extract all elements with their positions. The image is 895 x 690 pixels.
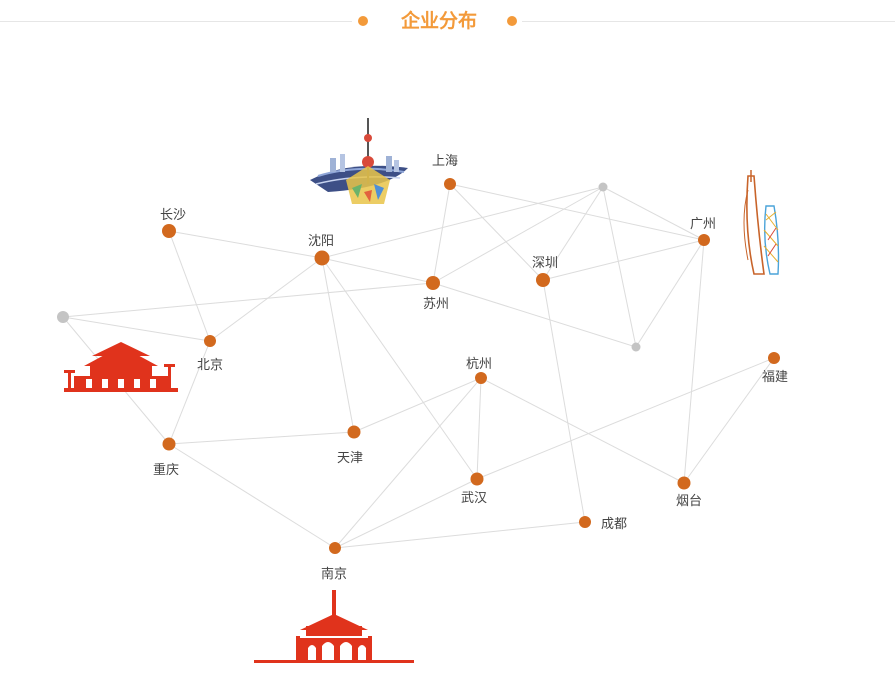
city-node-beijing[interactable]: 北京 bbox=[197, 335, 223, 373]
edge-shanghai-guangzhou bbox=[449, 183, 705, 241]
junction-node-g2 bbox=[598, 182, 608, 192]
edge-fujian-yantai bbox=[683, 357, 775, 484]
junction-node-g1 bbox=[57, 311, 69, 323]
edge-shenyang-beijing bbox=[209, 257, 323, 342]
city-node-chongqing[interactable]: 重庆 bbox=[153, 437, 179, 479]
header-dot-left bbox=[358, 16, 368, 26]
edge-beijing-chongqing bbox=[168, 340, 211, 445]
city-node-shanghai[interactable]: 上海 bbox=[432, 154, 458, 190]
junction-node-g3 bbox=[631, 342, 641, 352]
city-label-nanjing: 南京 bbox=[321, 566, 347, 582]
city-label-yantai: 烟台 bbox=[676, 494, 702, 509]
city-dot-shenyang[interactable] bbox=[314, 250, 330, 266]
city-dot-shanghai[interactable] bbox=[444, 178, 456, 190]
shanghai-tower-icon bbox=[310, 118, 408, 204]
city-dot-nanjing[interactable] bbox=[329, 542, 341, 554]
city-dot-suzhou[interactable] bbox=[426, 276, 440, 290]
edge-chongqing-tianjin bbox=[168, 431, 355, 445]
city-label-fujian: 福建 bbox=[762, 370, 788, 385]
edge-shanghai-shenzhen bbox=[449, 183, 544, 281]
tiananmen-icon bbox=[64, 342, 178, 392]
edge-shanghai-suzhou bbox=[432, 183, 451, 284]
city-label-wuhan: 武汉 bbox=[461, 491, 487, 506]
edge-changsha-beijing bbox=[168, 230, 211, 342]
edge-g2-suzhou bbox=[432, 186, 604, 284]
city-label-shanghai: 上海 bbox=[432, 154, 458, 169]
edge-guangzhou-g3 bbox=[635, 239, 705, 348]
edge-nanjing-chengdu bbox=[334, 521, 586, 549]
edge-suzhou-g3 bbox=[432, 282, 637, 348]
header-divider-left bbox=[0, 21, 352, 22]
city-dot-wuhan[interactable] bbox=[470, 472, 484, 486]
city-label-shenzhen: 深圳 bbox=[532, 256, 558, 271]
city-node-nanjing[interactable]: 南京 bbox=[321, 542, 347, 582]
edge-shenzhen-guangzhou bbox=[542, 239, 705, 281]
city-dot-fujian[interactable] bbox=[768, 352, 780, 364]
city-label-chongqing: 重庆 bbox=[153, 462, 179, 478]
city-dot-beijing[interactable] bbox=[204, 335, 216, 347]
page-title: 企业分布 bbox=[400, 10, 477, 32]
city-node-hangzhou[interactable]: 杭州 bbox=[466, 357, 492, 384]
city-dot-chongqing[interactable] bbox=[162, 437, 176, 451]
nanjing-gate-icon bbox=[254, 590, 414, 663]
edge-g1-beijing bbox=[62, 316, 211, 342]
edge-shenyang-tianjin bbox=[321, 257, 355, 433]
city-node-changsha[interactable]: 长沙 bbox=[160, 208, 186, 238]
city-label-tianjin: 天津 bbox=[337, 451, 363, 466]
city-node-shenzhen[interactable]: 深圳 bbox=[532, 256, 558, 287]
city-dot-yantai[interactable] bbox=[677, 476, 691, 490]
canton-tower-icon bbox=[743, 170, 780, 275]
edge-g2-guangzhou bbox=[602, 186, 705, 241]
city-label-hangzhou: 杭州 bbox=[466, 357, 492, 372]
city-dot-changsha[interactable] bbox=[162, 224, 176, 238]
header-dot-right bbox=[507, 16, 517, 26]
edge-suzhou-g1 bbox=[62, 282, 434, 318]
edge-shenyang-suzhou bbox=[321, 257, 434, 284]
edge-shenzhen-chengdu bbox=[542, 279, 586, 523]
city-label-chengdu: 成都 bbox=[601, 517, 627, 532]
edge-chongqing-nanjing bbox=[168, 443, 336, 549]
edge-guangzhou-yantai bbox=[683, 239, 705, 484]
edge-fujian-wuhan bbox=[476, 357, 775, 480]
city-dot-shenzhen[interactable] bbox=[536, 273, 550, 287]
city-label-guangzhou: 广州 bbox=[690, 217, 716, 232]
edge-wuhan-nanjing bbox=[334, 478, 478, 549]
city-node-wuhan[interactable]: 武汉 bbox=[461, 472, 487, 507]
edge-shenyang-g2 bbox=[321, 186, 604, 259]
section-header: 企业分布 bbox=[0, 0, 895, 42]
edge-changsha-shenyang bbox=[168, 230, 323, 259]
edge-tianjin-hangzhou bbox=[353, 377, 482, 433]
junction-nodes bbox=[57, 182, 641, 352]
edge-shenyang-wuhan bbox=[321, 257, 478, 480]
city-node-fujian[interactable]: 福建 bbox=[762, 352, 788, 385]
edge-g2-g3 bbox=[602, 186, 637, 348]
city-node-suzhou[interactable]: 苏州 bbox=[423, 276, 449, 312]
header-divider-right bbox=[522, 21, 895, 22]
city-dot-chengdu[interactable] bbox=[579, 516, 591, 528]
city-node-yantai[interactable]: 烟台 bbox=[676, 476, 702, 510]
city-label-shenyang: 沈阳 bbox=[308, 234, 334, 249]
city-node-guangzhou[interactable]: 广州 bbox=[690, 217, 716, 246]
edge-hangzhou-yantai bbox=[480, 377, 685, 484]
city-node-chengdu[interactable]: 成都 bbox=[579, 516, 627, 532]
city-dot-guangzhou[interactable] bbox=[698, 234, 710, 246]
city-label-beijing: 北京 bbox=[197, 358, 223, 373]
edge-hangzhou-nanjing bbox=[334, 377, 482, 549]
city-node-tianjin[interactable]: 天津 bbox=[337, 425, 363, 467]
edge-g2-shenzhen bbox=[542, 186, 604, 281]
city-label-changsha: 长沙 bbox=[160, 208, 186, 223]
city-dot-hangzhou[interactable] bbox=[475, 372, 487, 384]
edge-hangzhou-wuhan bbox=[476, 377, 482, 480]
city-dot-tianjin[interactable] bbox=[347, 425, 361, 439]
city-label-suzhou: 苏州 bbox=[423, 296, 449, 312]
city-node-shenyang[interactable]: 沈阳 bbox=[308, 234, 334, 266]
